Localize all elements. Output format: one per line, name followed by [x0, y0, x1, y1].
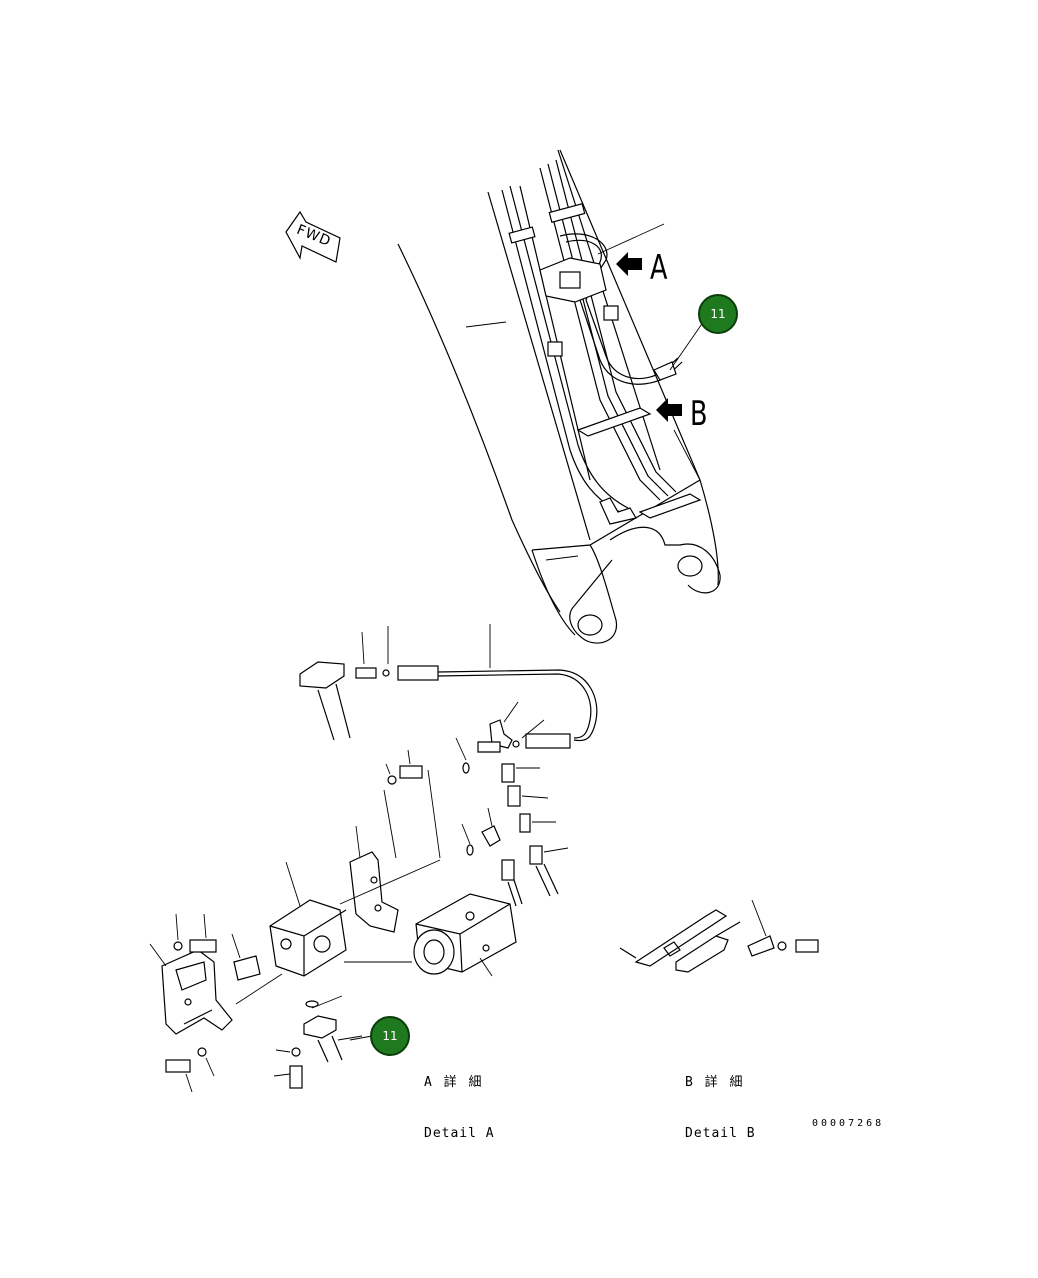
detail-a-caption-jp: A 詳 細 — [424, 1075, 484, 1090]
callout-11-top[interactable]: 11 — [698, 294, 738, 334]
detail-b-leader — [673, 429, 701, 481]
callout-11-leader-top — [669, 317, 707, 371]
document-number: 00007268 — [812, 1118, 885, 1129]
arm-structure — [397, 149, 721, 644]
detail-b-marker: B — [690, 394, 708, 434]
detail-a-arrow-icon — [616, 252, 642, 276]
detail-b-caption-en: Detail B — [685, 1126, 756, 1141]
detail-b-caption-jp: B 詳 細 — [685, 1075, 745, 1090]
detail-a-exploded-parts — [149, 624, 598, 1093]
callout-11-leader-bottom — [349, 1035, 373, 1041]
detail-b-exploded-parts — [619, 899, 819, 973]
detail-b-caption: B 詳 細 Detail B — [685, 1040, 756, 1176]
detail-a-marker: A — [650, 248, 668, 288]
detail-b-arrow-icon — [656, 398, 682, 422]
detail-a-caption: A 詳 細 Detail A — [424, 1040, 495, 1176]
detail-a-leader — [597, 223, 665, 255]
callout-11-bottom[interactable]: 11 — [370, 1016, 410, 1056]
hydraulic-tube-bundle — [501, 159, 702, 525]
fwd-direction-arrow — [285, 210, 341, 263]
detail-a-caption-en: Detail A — [424, 1126, 495, 1141]
